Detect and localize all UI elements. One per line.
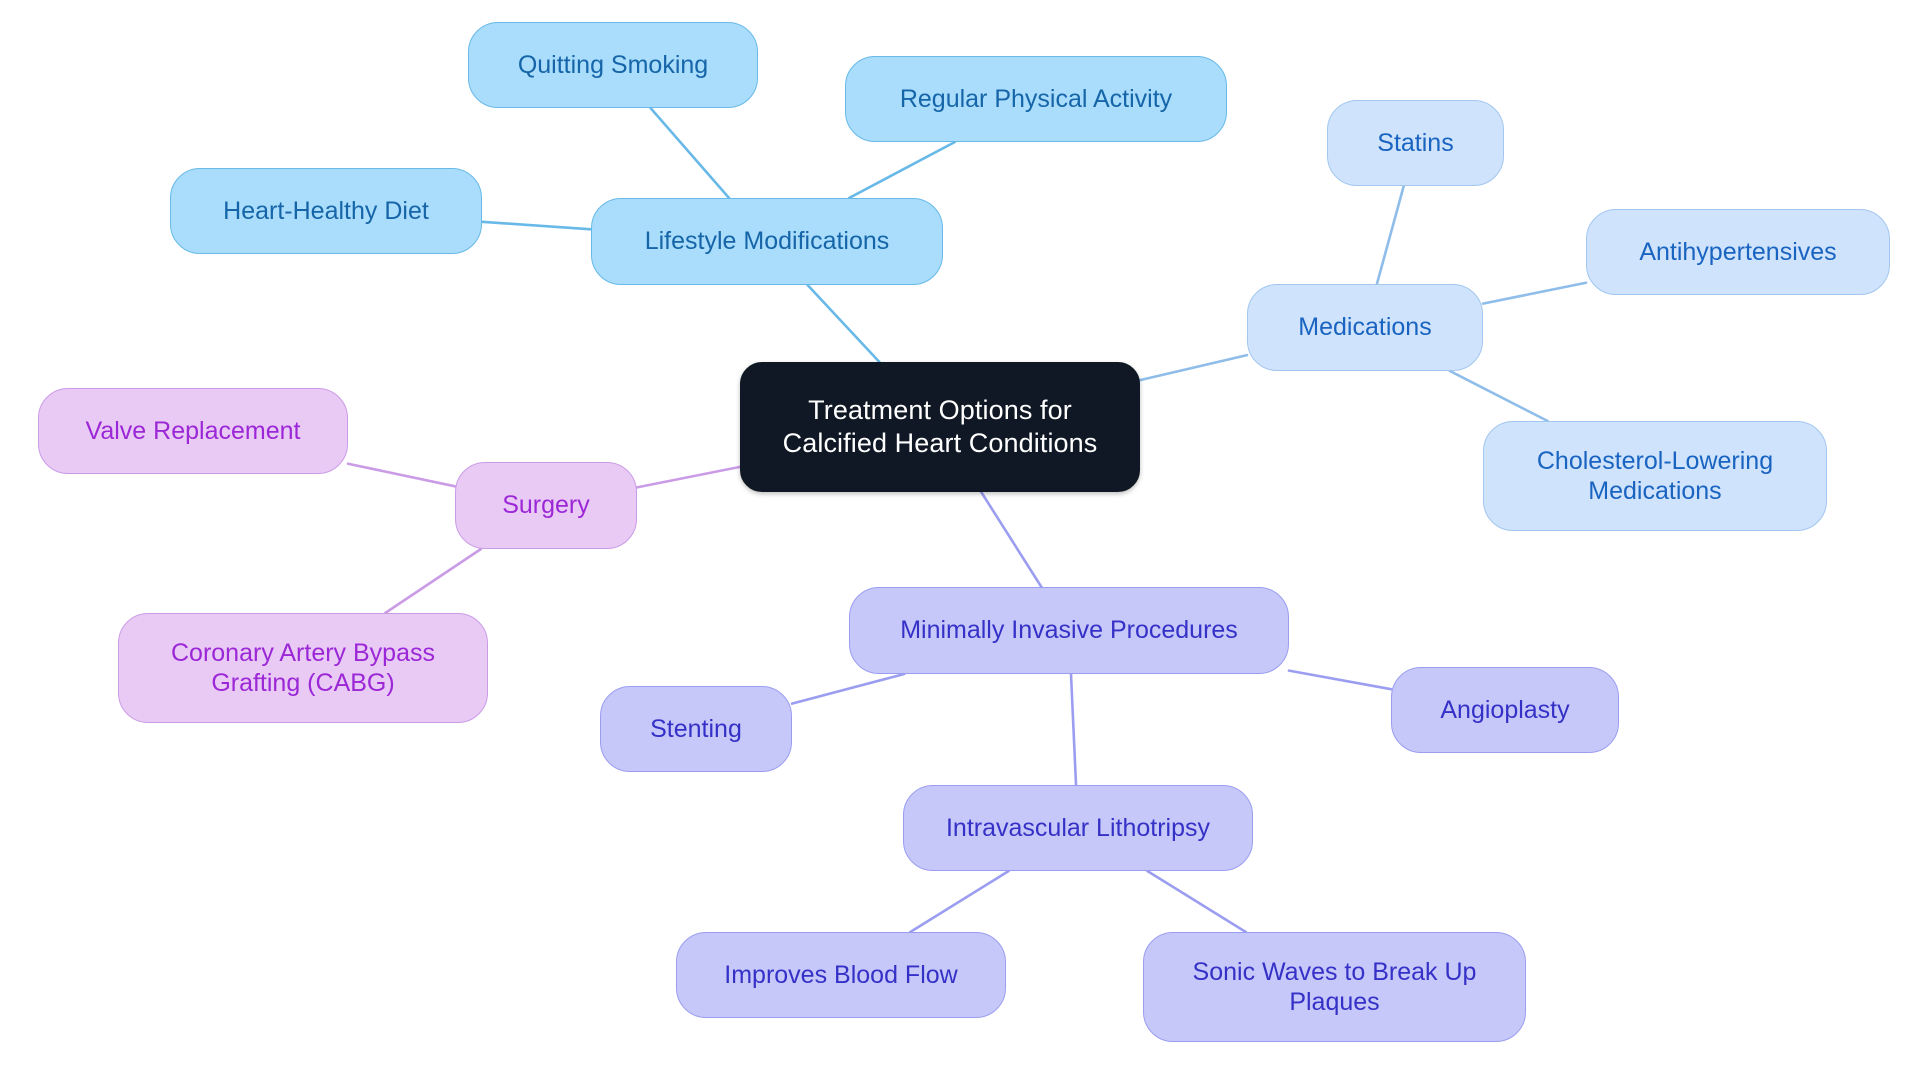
edge-lifestyle-to-quitting-smoking <box>649 106 731 200</box>
child-node-coronary-artery-bypass-grafting[interactable]: Coronary Artery Bypass Grafting (CABG) <box>118 613 488 723</box>
child-node-antihypertensives[interactable]: Antihypertensives <box>1586 209 1890 295</box>
node-label: Quitting Smoking <box>517 50 709 79</box>
child-node-heart-healthy-diet[interactable]: Heart-Healthy Diet <box>170 168 482 254</box>
edge-minimally-invasive-procedures-to-angioplasty <box>1287 669 1393 691</box>
edge-lifestyle-to-regular-physical-activity <box>847 140 957 200</box>
child-node-stenting[interactable]: Stenting <box>600 686 792 772</box>
child-node-sonic-waves-to-break-up-plaques[interactable]: Sonic Waves to Break Up Plaques <box>1143 932 1526 1042</box>
child-node-cholesterol-lowering-medications[interactable]: Cholesterol-Lowering Medications <box>1483 421 1827 531</box>
child-node-valve-replacement[interactable]: Valve Replacement <box>38 388 348 474</box>
child-node-improves-blood-flow[interactable]: Improves Blood Flow <box>676 932 1006 1018</box>
node-label: Surgery <box>502 491 590 520</box>
branch-node-surgery[interactable]: Surgery <box>455 462 637 549</box>
edge-surgery-to-coronary-artery-bypass-grafting <box>383 547 483 615</box>
node-label: Treatment Options for Calcified Heart Co… <box>782 395 1098 458</box>
branch-node-lifestyle[interactable]: Lifestyle Modifications <box>591 198 943 285</box>
edge-medications-to-antihypertensives <box>1481 281 1588 305</box>
node-label: Stenting <box>650 714 742 743</box>
edge-lifestyle-to-heart-healthy-diet <box>480 220 593 231</box>
child-node-regular-physical-activity[interactable]: Regular Physical Activity <box>845 56 1227 142</box>
node-label: Coronary Artery Bypass Grafting (CABG) <box>171 638 435 698</box>
edge-root-to-surgery <box>635 465 742 489</box>
edge-medications-to-cholesterol-lowering-medications <box>1448 369 1549 423</box>
node-label: Regular Physical Activity <box>899 84 1173 113</box>
branch-node-medications[interactable]: Medications <box>1247 284 1483 371</box>
edge-minimally-invasive-procedures-to-intravascular-lithotripsy <box>1069 672 1078 787</box>
node-label: Heart-Healthy Diet <box>223 196 429 225</box>
node-label: Minimally Invasive Procedures <box>900 616 1238 645</box>
edge-minimally-invasive-procedures-to-stenting <box>790 672 906 705</box>
edge-intravascular-lithotripsy-to-improves-blood-flow <box>909 869 1010 934</box>
edge-medications-to-statins <box>1375 184 1406 286</box>
edge-root-to-lifestyle <box>806 283 881 364</box>
node-label: Lifestyle Modifications <box>644 227 890 256</box>
edge-root-to-medications <box>1138 353 1249 382</box>
edge-surgery-to-valve-replacement <box>346 462 457 488</box>
node-label: Statins <box>1377 128 1454 157</box>
node-label: Cholesterol-Lowering Medications <box>1536 446 1774 506</box>
node-label: Valve Replacement <box>85 416 301 445</box>
child-node-quitting-smoking[interactable]: Quitting Smoking <box>468 22 758 108</box>
node-label: Medications <box>1298 313 1432 342</box>
edge-intravascular-lithotripsy-to-sonic-waves-to-break-up-plaques <box>1146 869 1248 934</box>
node-label: Intravascular Lithotripsy <box>945 813 1210 842</box>
branch-node-minimally-invasive-procedures[interactable]: Minimally Invasive Procedures <box>849 587 1289 674</box>
child-node-intravascular-lithotripsy[interactable]: Intravascular Lithotripsy <box>903 785 1253 871</box>
node-label: Antihypertensives <box>1639 237 1837 266</box>
node-label: Sonic Waves to Break Up Plaques <box>1192 957 1477 1017</box>
child-node-angioplasty[interactable]: Angioplasty <box>1391 667 1619 753</box>
root-node[interactable]: Treatment Options for Calcified Heart Co… <box>740 362 1140 492</box>
child-node-statins[interactable]: Statins <box>1327 100 1504 186</box>
node-label: Improves Blood Flow <box>724 960 958 989</box>
node-label: Angioplasty <box>1440 695 1570 724</box>
edge-root-to-minimally-invasive-procedures <box>979 490 1043 589</box>
